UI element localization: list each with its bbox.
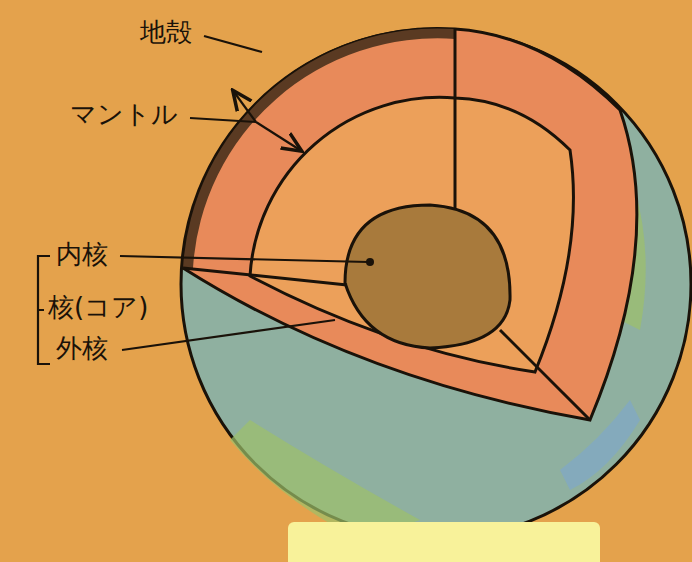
mantle-section bbox=[183, 28, 637, 420]
leader-line bbox=[204, 36, 262, 52]
part-label: 地殻 bbox=[140, 18, 192, 48]
part-label: マントル bbox=[70, 100, 178, 130]
leader-line bbox=[190, 118, 256, 122]
inner-core bbox=[345, 205, 510, 348]
part-label: 外核 bbox=[56, 334, 108, 364]
blank-tag bbox=[288, 522, 600, 562]
leader-line bbox=[120, 256, 368, 262]
earth-surface bbox=[181, 29, 691, 539]
part-label: 内核 bbox=[56, 240, 108, 270]
part-label: 核(コア) bbox=[48, 293, 148, 323]
leader-line bbox=[122, 320, 335, 350]
outer-core bbox=[250, 97, 573, 372]
